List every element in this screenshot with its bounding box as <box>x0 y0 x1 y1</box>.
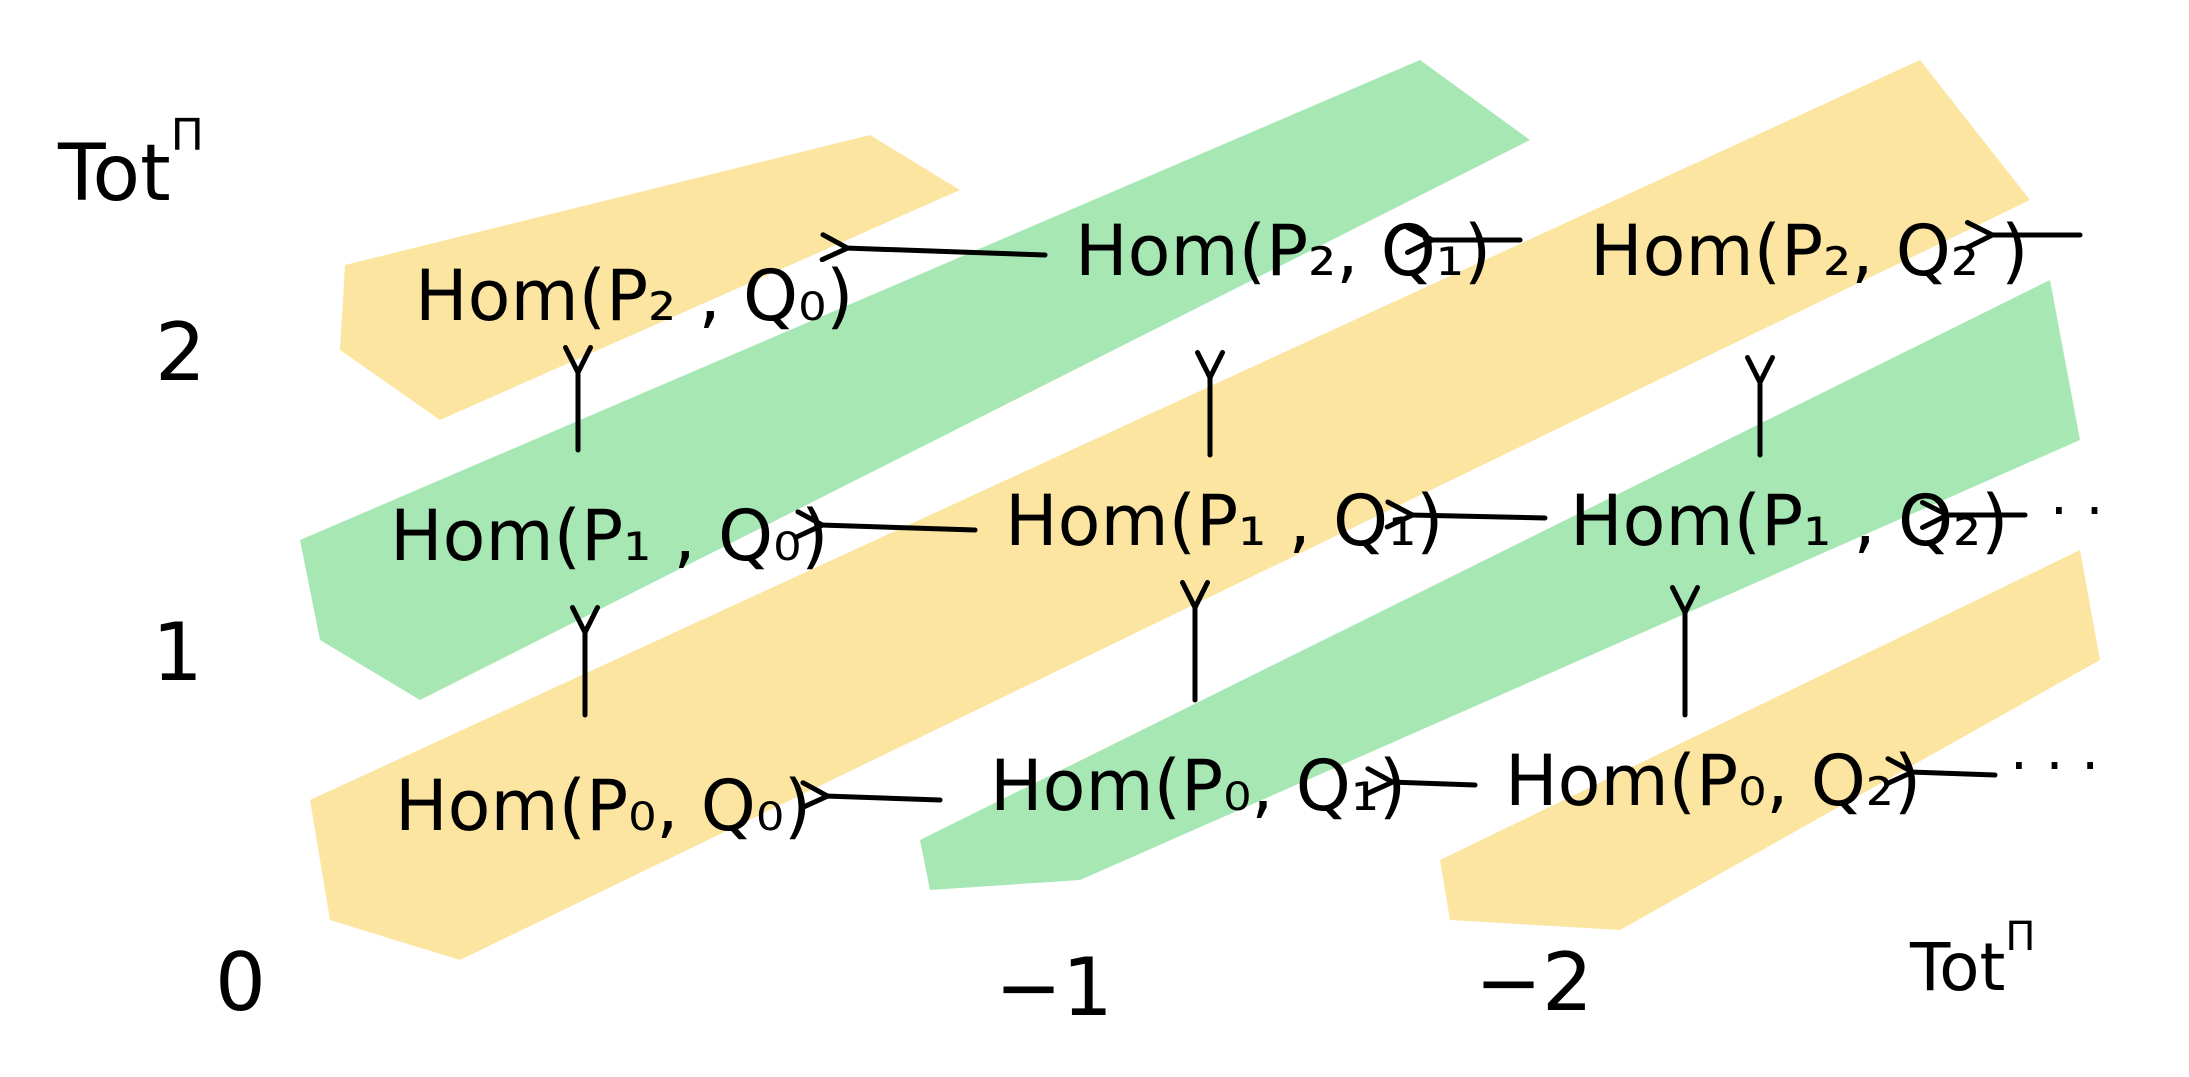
tot-pi-label-horizontal: TotΠ <box>1909 914 2035 1006</box>
row-label-0: 0 <box>215 936 266 1029</box>
col-label-minus-1: −1 <box>995 941 1113 1034</box>
arrow-p2q1-to-p2q0 <box>845 248 1048 255</box>
node-hom-p2-q2: Hom(P₂, Q₂ ) <box>1590 210 2028 292</box>
node-hom-p1-q1: Hom(P₁ , Q₁) <box>1005 480 1443 562</box>
row-label-1: 1 <box>152 606 203 699</box>
continuation-dots-row-1: · · <box>2050 479 2103 544</box>
arrow-p1q2-to-p1q1 <box>1410 515 1548 518</box>
arrow-beyond-to-p0q2 <box>1910 772 1998 775</box>
horizontal-axis: −1 −2 TotΠ <box>995 914 2035 1034</box>
stripe-green-diag-1 <box>300 60 1530 700</box>
arrow-p0q2-to-p0q1 <box>1390 782 1478 785</box>
node-hom-p1-q2: Hom(P₁ , Q₂) <box>1570 480 2008 562</box>
continuation-marks: · · · · · <box>2010 479 2103 799</box>
node-hom-p2-q0: Hom(P₂ , Q₀) <box>415 255 853 337</box>
vertical-axis: TotΠ 2 1 0 <box>57 110 266 1029</box>
horizontal-arrows <box>820 235 2083 800</box>
col-label-minus-2: −2 <box>1475 936 1593 1029</box>
stripe-green-diag-2 <box>920 280 2080 890</box>
node-hom-p0-q1: Hom(P₀, Q₁) <box>990 745 1406 827</box>
vertical-arrows <box>578 370 1760 718</box>
hom-nodes: Hom(P₂ , Q₀) Hom(P₂, Q₁) Hom(P₂, Q₂ ) Ho… <box>390 210 2028 847</box>
node-hom-p2-q1: Hom(P₂, Q₁) <box>1075 210 1491 292</box>
node-hom-p0-q2: Hom(P₀, Q₂) <box>1505 740 1921 822</box>
row-label-2: 2 <box>155 306 206 399</box>
arrow-p0q1-to-p0q0 <box>825 796 943 800</box>
stripe-yellow-bottom-right <box>1440 550 2100 930</box>
node-hom-p1-q0: Hom(P₁ , Q₀) <box>390 495 828 577</box>
stripe-yellow-top-left <box>340 135 960 420</box>
highlight-stripes <box>300 60 2100 960</box>
stripe-yellow-diag-1 <box>310 60 2030 960</box>
tot-pi-label-vertical: TotΠ <box>57 110 204 219</box>
arrow-p1q1-to-p1q0 <box>820 525 978 530</box>
continuation-dots-row-0: · · · <box>2010 734 2099 799</box>
node-hom-p0-q0: Hom(P₀, Q₀) <box>395 765 811 847</box>
